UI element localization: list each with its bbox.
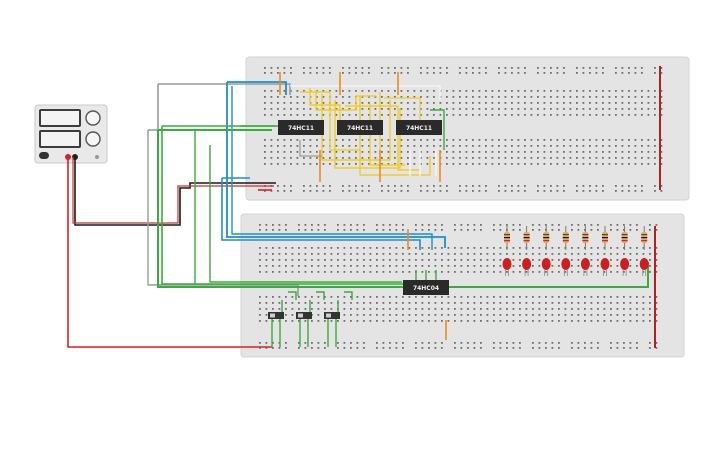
chip-74hc11-1[interactable]: 74HC11 bbox=[278, 120, 324, 135]
chip-label: 74HC11 bbox=[288, 125, 314, 132]
chip-label: 74HC11 bbox=[406, 125, 432, 132]
chip-label: 74HC11 bbox=[347, 125, 373, 132]
current-knob[interactable] bbox=[85, 131, 101, 147]
resistor-icon[interactable] bbox=[621, 226, 628, 250]
wire-green-top-right[interactable] bbox=[240, 109, 445, 150]
led-icon[interactable] bbox=[522, 258, 532, 276]
breadboard-bottom[interactable] bbox=[240, 213, 685, 358]
power-supply-icon[interactable] bbox=[34, 104, 108, 164]
wire-red-supply[interactable] bbox=[67, 157, 272, 348]
resistor-icon[interactable] bbox=[602, 226, 608, 250]
wires-top-board bbox=[279, 72, 447, 340]
voltage-knob[interactable] bbox=[85, 110, 101, 126]
chip-label: 74HC04 bbox=[413, 285, 439, 292]
led-icon[interactable] bbox=[639, 258, 649, 276]
wire-green-1[interactable] bbox=[157, 129, 405, 288]
wire-gray-outer[interactable] bbox=[147, 129, 248, 286]
wire-blue-2[interactable] bbox=[221, 177, 421, 250]
wire-green-4[interactable] bbox=[209, 145, 402, 283]
wire-gray-top[interactable] bbox=[158, 83, 291, 95]
resistor-icon[interactable] bbox=[641, 226, 648, 250]
breadboard-top-holes bbox=[264, 67, 663, 192]
led-icon[interactable] bbox=[620, 258, 630, 276]
led-icon[interactable] bbox=[561, 258, 571, 276]
resistor-icon[interactable] bbox=[562, 226, 569, 250]
resistor-icon[interactable] bbox=[504, 226, 510, 250]
resistor-icon[interactable] bbox=[582, 226, 589, 250]
breadboard-top[interactable] bbox=[245, 56, 690, 201]
wire-black-ground[interactable] bbox=[74, 157, 276, 226]
led-icon[interactable] bbox=[600, 258, 610, 276]
resistor-icon[interactable] bbox=[543, 226, 550, 250]
slide-switch-icon[interactable] bbox=[296, 291, 325, 347]
led-icon[interactable] bbox=[502, 258, 512, 276]
breadboard-bottom-holes bbox=[259, 224, 658, 349]
led-array bbox=[502, 226, 649, 276]
chip-74hc04[interactable]: 74HC04 bbox=[403, 280, 449, 295]
chip-74hc11-2[interactable]: 74HC11 bbox=[337, 120, 383, 135]
resistor-icon[interactable] bbox=[523, 226, 530, 250]
switch-array bbox=[268, 291, 353, 347]
wire-red-ground-parallel[interactable] bbox=[72, 157, 274, 224]
wire-green-led-bus[interactable] bbox=[448, 262, 649, 288]
led-icon[interactable] bbox=[580, 258, 590, 276]
wires-long bbox=[67, 81, 649, 348]
wire-blue-1[interactable] bbox=[226, 81, 446, 248]
led-icon[interactable] bbox=[541, 258, 551, 276]
power-switch[interactable] bbox=[39, 152, 49, 159]
slide-switch-icon[interactable] bbox=[268, 291, 297, 347]
chips: 74HC11 74HC11 74HC11 74HC04 bbox=[278, 120, 449, 295]
chip-74hc11-3[interactable]: 74HC11 bbox=[396, 120, 442, 135]
wire-blue-3[interactable] bbox=[231, 86, 433, 250]
slide-switch-icon[interactable] bbox=[324, 291, 353, 347]
